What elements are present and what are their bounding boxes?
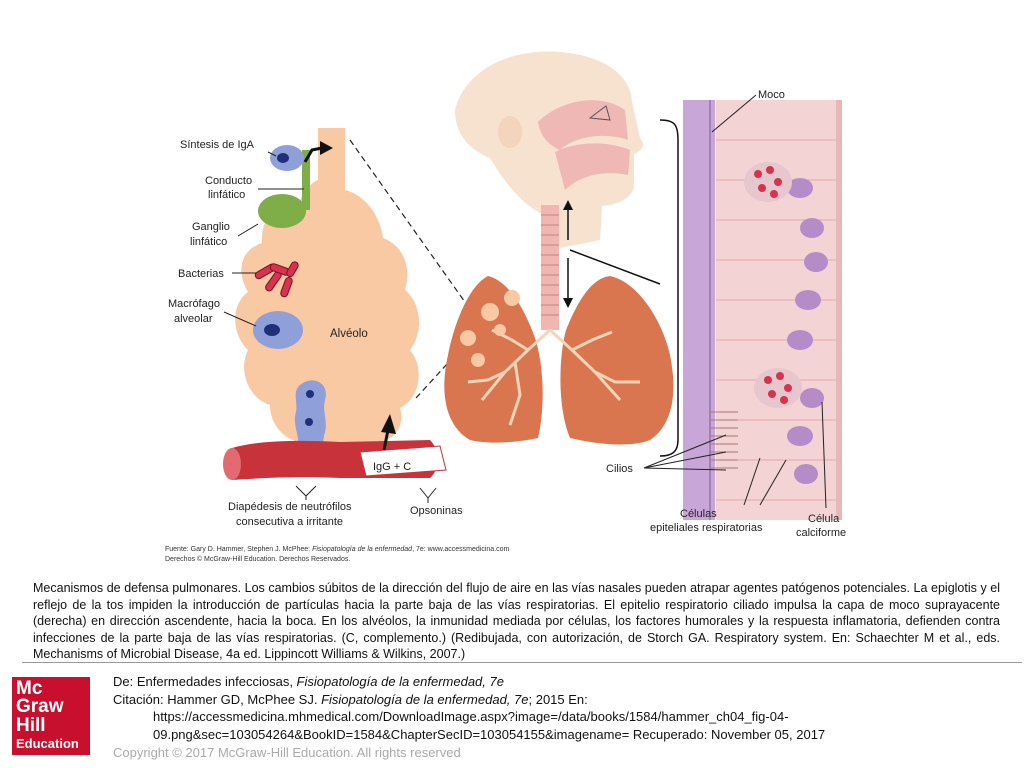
- citation-url-2[interactable]: 09.png&sec=103054264&BookID=1584&Chapter…: [153, 726, 826, 742]
- lymph-node: [258, 194, 306, 228]
- head-and-lungs: [444, 51, 679, 457]
- citation-citacion: Citación: Hammer GD, McPhee SJ. Fisiopat…: [113, 691, 588, 707]
- bronchial-tree: [467, 328, 640, 426]
- label-ganglio-2: linfático: [190, 236, 227, 248]
- label-alveolo: Alvéolo: [330, 328, 368, 340]
- label-diapedesis-1: Diapédesis de neutrófilos: [228, 501, 352, 513]
- nasal-passage-detail: [588, 105, 611, 121]
- macrophage-nucleus: [264, 324, 280, 336]
- leader-cilios: [643, 434, 727, 471]
- dashed-connector-top: [349, 139, 473, 313]
- label-igg-c: IgG + C: [373, 461, 411, 473]
- label-macrofago-2: alveolar: [174, 313, 213, 325]
- label-conducto-1: Conducto: [205, 175, 252, 187]
- label-sintesis-iga: Síntesis de IgA: [180, 139, 255, 151]
- copyright-notice: Copyright © 2017 McGraw-Hill Education. …: [113, 745, 461, 760]
- citation-de: De: Enfermedades infecciosas, Fisiopatol…: [113, 674, 504, 689]
- blood-vessel: [223, 440, 447, 480]
- airflow-arrow-down: [563, 298, 573, 308]
- trachea-rings: [541, 214, 559, 316]
- neutrophil-lobe-1: [306, 390, 314, 398]
- pulmonary-defense-figure: IgG + C Alvéolo Síntesis de IgA Conducto…: [165, 51, 846, 563]
- divider: [22, 662, 1022, 663]
- left-leader-lines: [223, 151, 304, 327]
- basement-layer: [836, 100, 842, 520]
- epithelial-nuclei: [787, 178, 828, 484]
- figure-source-2: Derechos © McGraw-Hill Education. Derech…: [165, 555, 350, 563]
- epithelial-column: [716, 100, 836, 520]
- label-celula-1: Célula: [808, 513, 840, 525]
- left-lung: [444, 276, 543, 443]
- igg-arrow-shaft: [382, 429, 390, 451]
- label-moco: Moco: [758, 89, 785, 101]
- goblet-cell-upper: [744, 162, 792, 202]
- label-cilios: Cilios: [606, 463, 633, 475]
- label-celulas-2: epiteliales respiratorias: [650, 522, 763, 534]
- alveolus-illustration: IgG + C Alvéolo Síntesis de IgA Conducto…: [168, 128, 473, 528]
- goblet-cell-lower: [754, 368, 802, 408]
- iga-arrow: [303, 146, 323, 163]
- logo-line-3: Hill: [16, 715, 46, 736]
- cilia: [710, 411, 738, 469]
- trachea: [541, 205, 559, 330]
- bacteria: [254, 261, 299, 298]
- label-bacterias: Bacterias: [178, 268, 224, 280]
- logo-line-1: Mc: [16, 678, 43, 699]
- logo-line-4: Education: [16, 736, 79, 751]
- mcgraw-hill-logo: Mc Graw Hill Education: [12, 677, 90, 755]
- label-celula-2: calciforme: [796, 527, 846, 539]
- figure-caption: Mecanismos de defensa pulmonares. Los ca…: [33, 581, 1000, 661]
- label-ganglio-1: Ganglio: [192, 221, 230, 233]
- nasal-cavity: [538, 100, 628, 150]
- label-conducto-2: linfático: [208, 189, 245, 201]
- leader-celula-calciforme: [821, 401, 827, 509]
- airflow-arrow-up: [563, 200, 573, 210]
- neutrophil-lobe-2: [305, 418, 313, 426]
- bracket-trachea-to-epithelium: [569, 119, 679, 457]
- label-opsoninas: Opsoninas: [410, 505, 463, 517]
- citation-url-1[interactable]: https://accessmedicina.mhmedical.com/Dow…: [153, 709, 789, 724]
- bottom-brackets: [295, 485, 437, 503]
- ear: [498, 116, 522, 148]
- label-diapedesis-2: consecutiva a irritante: [236, 516, 343, 528]
- alveolus-sac: [235, 128, 420, 442]
- leader-moco: [711, 94, 757, 133]
- iga-cell-nucleus: [277, 153, 289, 163]
- figure-source-1: Fuente: Gary D. Hammer, Stephen J. McPhe…: [165, 546, 510, 553]
- leader-celulas: [743, 457, 787, 506]
- logo-line-2: Graw: [16, 696, 64, 717]
- respiratory-epithelium: Moco Cilios Células epiteliales respirat…: [606, 89, 846, 539]
- oral-cavity: [555, 143, 630, 190]
- citation-block: De: Enfermedades infecciosas, Fisiopatol…: [113, 673, 1013, 743]
- alveolar-clusters: [460, 290, 520, 367]
- right-lung: [560, 276, 674, 445]
- iga-arrowhead: [320, 141, 333, 155]
- label-macrofago-1: Macrófago: [168, 298, 220, 310]
- lymphatic-duct: [302, 150, 310, 210]
- igg-arrowhead: [381, 414, 396, 434]
- label-celulas-1: Células: [680, 508, 717, 520]
